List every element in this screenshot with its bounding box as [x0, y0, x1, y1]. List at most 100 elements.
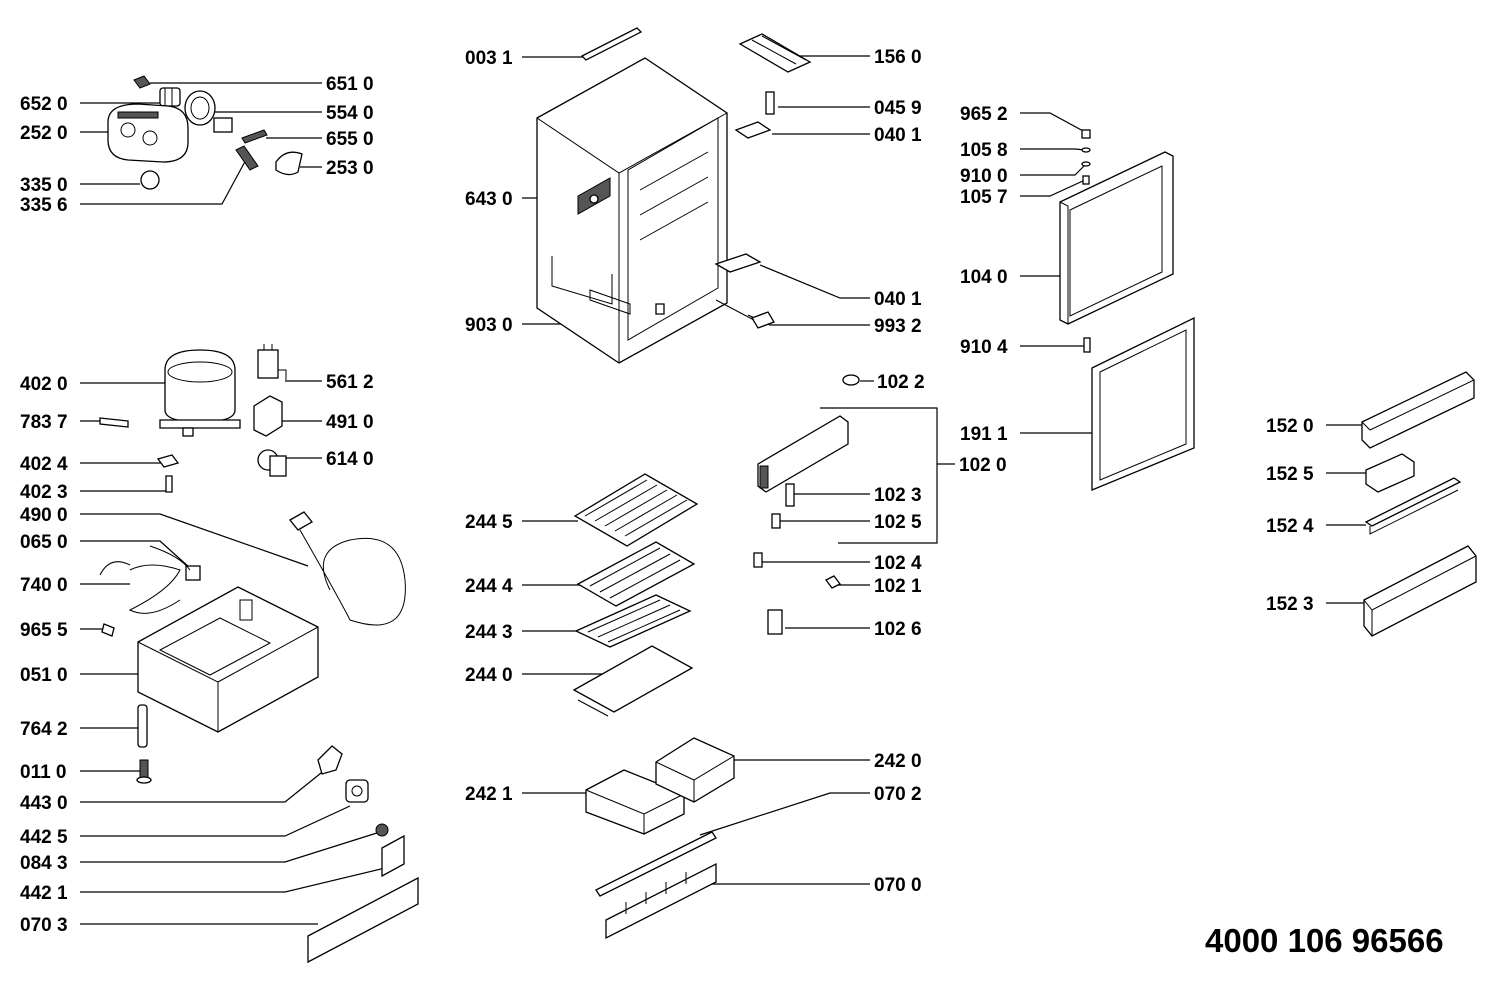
part-561-2-relay — [257, 344, 287, 380]
part-965-2-cap — [1081, 129, 1091, 139]
part-102-4-clip — [753, 552, 763, 568]
part-040-1-hinge-top — [734, 121, 772, 139]
label-102-1: 102 1 — [874, 576, 922, 597]
label-040-1-top: 040 1 — [874, 125, 922, 146]
part-764-2-damper — [137, 704, 148, 748]
label-102-6: 102 6 — [874, 619, 922, 640]
part-labels: 651 0 652 0 554 0 252 0 655 0 253 0 335 … — [20, 47, 1444, 959]
part-003-1-rail — [580, 27, 643, 61]
label-003-1: 003 1 — [465, 48, 513, 69]
label-442-5: 442 5 — [20, 827, 68, 848]
part-402-3-clip — [165, 475, 173, 493]
part-065-0-connector — [149, 545, 201, 581]
part-102-5-latch — [771, 513, 781, 529]
part-104-0-door — [1059, 151, 1174, 325]
label-244-0: 244 0 — [465, 665, 513, 686]
label-561-2: 561 2 — [326, 372, 374, 393]
part-614-0-ptc-starter — [257, 449, 287, 477]
part-252-0-thermostat-housing — [107, 103, 189, 163]
label-402-4: 402 4 — [20, 454, 68, 475]
label-783-7: 783 7 — [20, 412, 68, 433]
part-655-0-screw — [241, 129, 268, 144]
part-152-0-door-shelf — [1361, 371, 1475, 449]
part-152-3-bottle-shelf — [1363, 545, 1477, 637]
part-443-0-fan — [317, 745, 343, 775]
label-011-0: 011 0 — [20, 762, 67, 783]
label-084-3: 084 3 — [20, 853, 68, 874]
part-051-0-base-tray — [137, 586, 319, 733]
label-554-0: 554 0 — [326, 103, 374, 124]
label-152-4: 152 4 — [1266, 516, 1314, 537]
label-903-0: 903 0 — [465, 315, 513, 336]
part-993-2-sensor — [715, 299, 775, 329]
part-152-4-bottle-retainer — [1364, 477, 1462, 535]
document-number: 4000 106 96566 — [1205, 922, 1444, 959]
label-402-0: 402 0 — [20, 374, 68, 395]
label-655-0: 655 0 — [326, 129, 374, 150]
label-993-2: 993 2 — [874, 316, 922, 337]
label-252-0: 252 0 — [20, 123, 68, 144]
label-102-0: 102 0 — [959, 455, 1007, 476]
leader-lines — [80, 55, 1368, 925]
label-910-4: 910 4 — [960, 337, 1008, 358]
label-965-2: 965 2 — [960, 104, 1008, 125]
label-102-4: 102 4 — [874, 553, 922, 574]
label-070-0: 070 0 — [874, 875, 922, 896]
part-910-0-pin — [1081, 161, 1091, 167]
part-442-5-thermostat — [345, 779, 369, 803]
part-783-7-capillary — [99, 417, 129, 428]
label-105-7: 105 7 — [960, 187, 1008, 208]
label-191-1: 191 1 — [960, 424, 1008, 445]
part-335-0-knob — [140, 170, 160, 190]
part-105-7-bush — [1082, 175, 1090, 185]
label-065-0: 065 0 — [20, 532, 68, 553]
part-102-1-hinge — [825, 575, 841, 589]
part-910-4-hinge-pin — [1083, 337, 1091, 353]
label-244-3: 244 3 — [465, 622, 513, 643]
label-965-5: 965 5 — [20, 620, 68, 641]
part-491-0-relay-cover — [253, 395, 283, 437]
label-104-0: 104 0 — [960, 267, 1008, 288]
part-402-0-compressor — [159, 349, 241, 437]
label-443-0: 443 0 — [20, 793, 68, 814]
part-965-5-screw — [101, 623, 115, 637]
part-903-0-drain-plug — [655, 303, 665, 315]
label-335-6: 335 6 — [20, 195, 68, 216]
label-152-5: 152 5 — [1266, 464, 1314, 485]
part-244-4-shelf — [576, 541, 696, 607]
part-152-5-egg-box — [1365, 453, 1415, 493]
part-070-3-kick-plate — [307, 876, 419, 964]
label-102-5: 102 5 — [874, 512, 922, 533]
part-244-0-glass-shelf — [572, 645, 694, 717]
part-740-0-heater — [99, 561, 181, 614]
label-253-0: 253 0 — [326, 158, 374, 179]
label-152-3: 152 3 — [1266, 594, 1314, 615]
label-335-0: 335 0 — [20, 175, 68, 196]
label-244-4: 244 4 — [465, 576, 513, 597]
part-102-6-hinge — [767, 609, 783, 635]
label-764-2: 764 2 — [20, 719, 68, 740]
part-cabinet — [536, 57, 728, 364]
label-740-0: 740 0 — [20, 575, 68, 596]
label-402-3: 402 3 — [20, 482, 68, 503]
part-105-8-washer — [1081, 147, 1091, 153]
label-651-0: 651 0 — [326, 74, 374, 95]
part-554-0-lamp-ring — [184, 90, 233, 133]
part-253-0-cover — [275, 151, 303, 176]
label-105-8: 105 8 — [960, 140, 1008, 161]
part-244-3-shelf — [574, 594, 692, 648]
part-102-0-freezer-door — [757, 415, 849, 493]
part-242-0-drawer — [655, 737, 735, 803]
label-156-0: 156 0 — [874, 47, 922, 68]
part-191-1-gasket — [1091, 316, 1195, 491]
part-402-4-clip — [156, 454, 180, 468]
label-045-9: 045 9 — [874, 98, 922, 119]
label-652-0: 652 0 — [20, 94, 68, 115]
part-045-9-pin — [765, 91, 775, 115]
label-242-1: 242 1 — [465, 784, 513, 805]
part-011-0-screw — [136, 759, 152, 784]
part-156-0-ice-tray — [738, 33, 812, 73]
part-070-0-grille — [605, 862, 717, 940]
part-643-0-thermostat-panel — [577, 177, 611, 215]
